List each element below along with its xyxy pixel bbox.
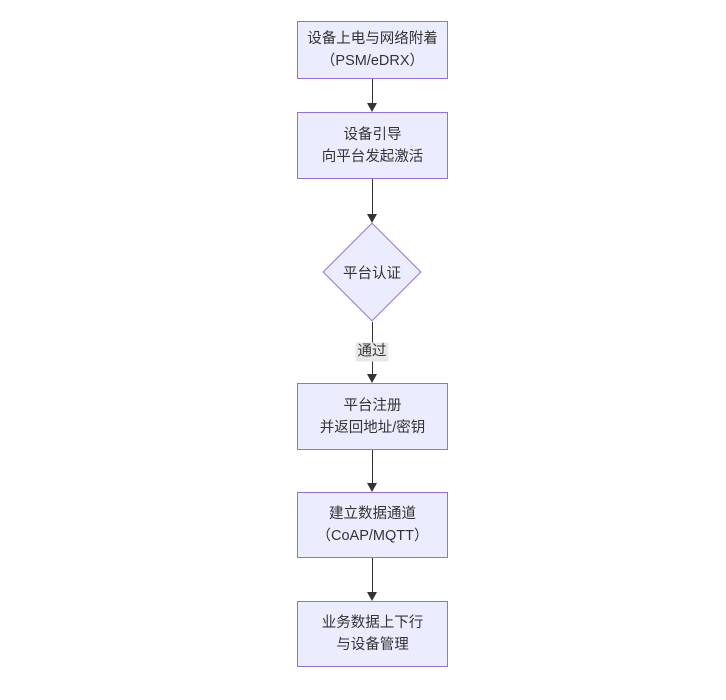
node-text-line: 与设备管理 bbox=[336, 637, 409, 653]
edge-label-pass: 通过 bbox=[355, 342, 389, 362]
arrowhead-icon bbox=[367, 214, 377, 223]
node-device-power-attach: 设备上电与网络附着 （PSM/eDRX） bbox=[297, 21, 448, 79]
edge-line bbox=[371, 179, 373, 214]
edge-line bbox=[371, 450, 373, 483]
edge-a-b bbox=[367, 79, 377, 112]
arrowhead-icon bbox=[367, 374, 377, 383]
edge-line bbox=[371, 79, 373, 103]
node-text-line: 平台认证 bbox=[343, 265, 401, 282]
edge-e-f bbox=[367, 558, 377, 601]
edge-d-e bbox=[367, 450, 377, 492]
node-platform-register: 平台注册 并返回地址/密钥 bbox=[297, 383, 448, 450]
edge-line bbox=[371, 558, 373, 592]
node-business-data: 业务数据上下行 与设备管理 bbox=[297, 601, 448, 667]
node-text-line: 建立数据通道 bbox=[329, 506, 416, 522]
arrowhead-icon bbox=[367, 592, 377, 601]
node-text-line: 设备引导 bbox=[343, 126, 402, 143]
node-text-line: 设备上电与网络附着 bbox=[307, 31, 438, 47]
node-device-bootstrap: 设备引导 向平台发起激活 bbox=[297, 112, 448, 179]
node-text-line: 向平台发起激活 bbox=[321, 148, 424, 165]
node-text-line: （PSM/eDRX） bbox=[320, 53, 425, 69]
node-text-line: 业务数据上下行 bbox=[321, 615, 424, 631]
node-text-line: 并返回地址/密钥 bbox=[319, 419, 426, 436]
node-text-line: 平台注册 bbox=[343, 397, 402, 414]
edge-b-c bbox=[367, 179, 377, 223]
decision-platform-auth: 平台认证 bbox=[322, 222, 422, 322]
node-data-channel: 建立数据通道 （CoAP/MQTT） bbox=[297, 492, 448, 558]
arrowhead-icon bbox=[367, 483, 377, 492]
node-text-line: （CoAP/MQTT） bbox=[316, 528, 429, 544]
arrowhead-icon bbox=[367, 103, 377, 112]
